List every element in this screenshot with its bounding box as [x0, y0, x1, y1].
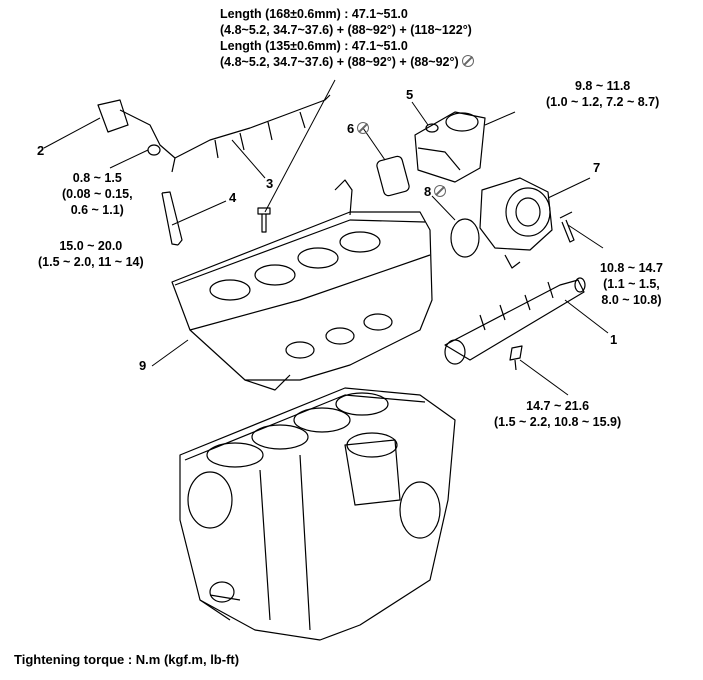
head-bolt-torque: Length (168±0.6mm) : 47.1~51.0 (4.8~5.2, … [220, 6, 474, 70]
torque-line: (4.8~5.2, 34.7~37.6) + (88~92°) + (118~1… [220, 23, 472, 37]
callout-8: 8 [424, 184, 432, 199]
callout-6: 6 [347, 121, 355, 136]
vacuum-pump-bolt-torque: 10.8 ~ 14.7 (1.1 ~ 1.5, 8.0 ~ 10.8) [600, 260, 663, 308]
callout-5: 5 [406, 87, 414, 102]
glow-plug [161, 191, 183, 246]
torque-line: (4.8~5.2, 34.7~37.6) + (88~92°) + (88~92… [220, 55, 459, 69]
torque-line: Length (168±0.6mm) : 47.1~51.0 [220, 7, 408, 21]
torque-line: 9.8 ~ 11.8 [575, 79, 631, 93]
replace-icon [461, 55, 474, 67]
torque-line: 15.0 ~ 20.0 [59, 239, 123, 253]
callout-1: 1 [610, 332, 618, 347]
callout-9: 9 [139, 358, 147, 373]
thermostat-gasket [376, 155, 410, 197]
callout-4: 4 [229, 190, 237, 205]
torque-line: 14.7 ~ 21.6 [526, 399, 590, 413]
glow-plug-torque: 15.0 ~ 20.0 (1.5 ~ 2.0, 11 ~ 14) [38, 238, 144, 270]
replace-icon [357, 122, 370, 134]
torque-line: (1.1 ~ 1.5, [603, 277, 660, 291]
harness-bolt-torque: 0.8 ~ 1.5 (0.08 ~ 0.15, 0.6 ~ 1.1) [62, 170, 133, 218]
glow-plug-harness [97, 94, 331, 173]
head-bolt [257, 207, 271, 233]
torque-line: (0.08 ~ 0.15, [62, 187, 133, 201]
torque-line: (1.5 ~ 2.0, 11 ~ 14) [38, 255, 144, 269]
callout-3: 3 [266, 176, 274, 191]
thermostat-housing [414, 111, 486, 183]
torque-line: (1.5 ~ 2.2, 10.8 ~ 15.9) [494, 415, 622, 429]
torque-line: Length (135±0.6mm) : 47.1~51.0 [220, 39, 408, 53]
callout-6-row: 6 [347, 121, 370, 136]
torque-line: 0.8 ~ 1.5 [72, 171, 122, 185]
common-rail [444, 277, 586, 365]
rail-bolt-torque: 14.7 ~ 21.6 (1.5 ~ 2.2, 10.8 ~ 15.9) [494, 398, 621, 430]
thermostat-bolt-torque: 9.8 ~ 11.8 (1.0 ~ 1.2, 7.2 ~ 8.7) [546, 78, 659, 110]
vacuum-pump-gasket [450, 218, 480, 258]
vacuum-pump-bolt [559, 211, 575, 243]
torque-line: 8.0 ~ 10.8) [601, 293, 662, 307]
cylinder-block [179, 387, 456, 641]
torque-unit-note: Tightening torque : N.m (kgf.m, lb-ft) [14, 652, 240, 667]
callout-8-row: 8 [424, 184, 447, 199]
replace-icon [434, 185, 447, 197]
leader-lines [43, 79, 609, 396]
torque-line-row: (4.8~5.2, 34.7~37.6) + (88~92°) + (88~92… [220, 54, 474, 70]
torque-line: 0.6 ~ 1.1) [70, 203, 124, 217]
torque-line: (1.0 ~ 1.2, 7.2 ~ 8.7) [546, 95, 660, 109]
vacuum-pump [479, 177, 553, 269]
callout-7: 7 [593, 160, 601, 175]
torque-line: 10.8 ~ 14.7 [600, 261, 663, 275]
callout-2: 2 [37, 143, 45, 158]
common-rail-bolt [509, 345, 523, 371]
cylinder-head [171, 179, 433, 391]
